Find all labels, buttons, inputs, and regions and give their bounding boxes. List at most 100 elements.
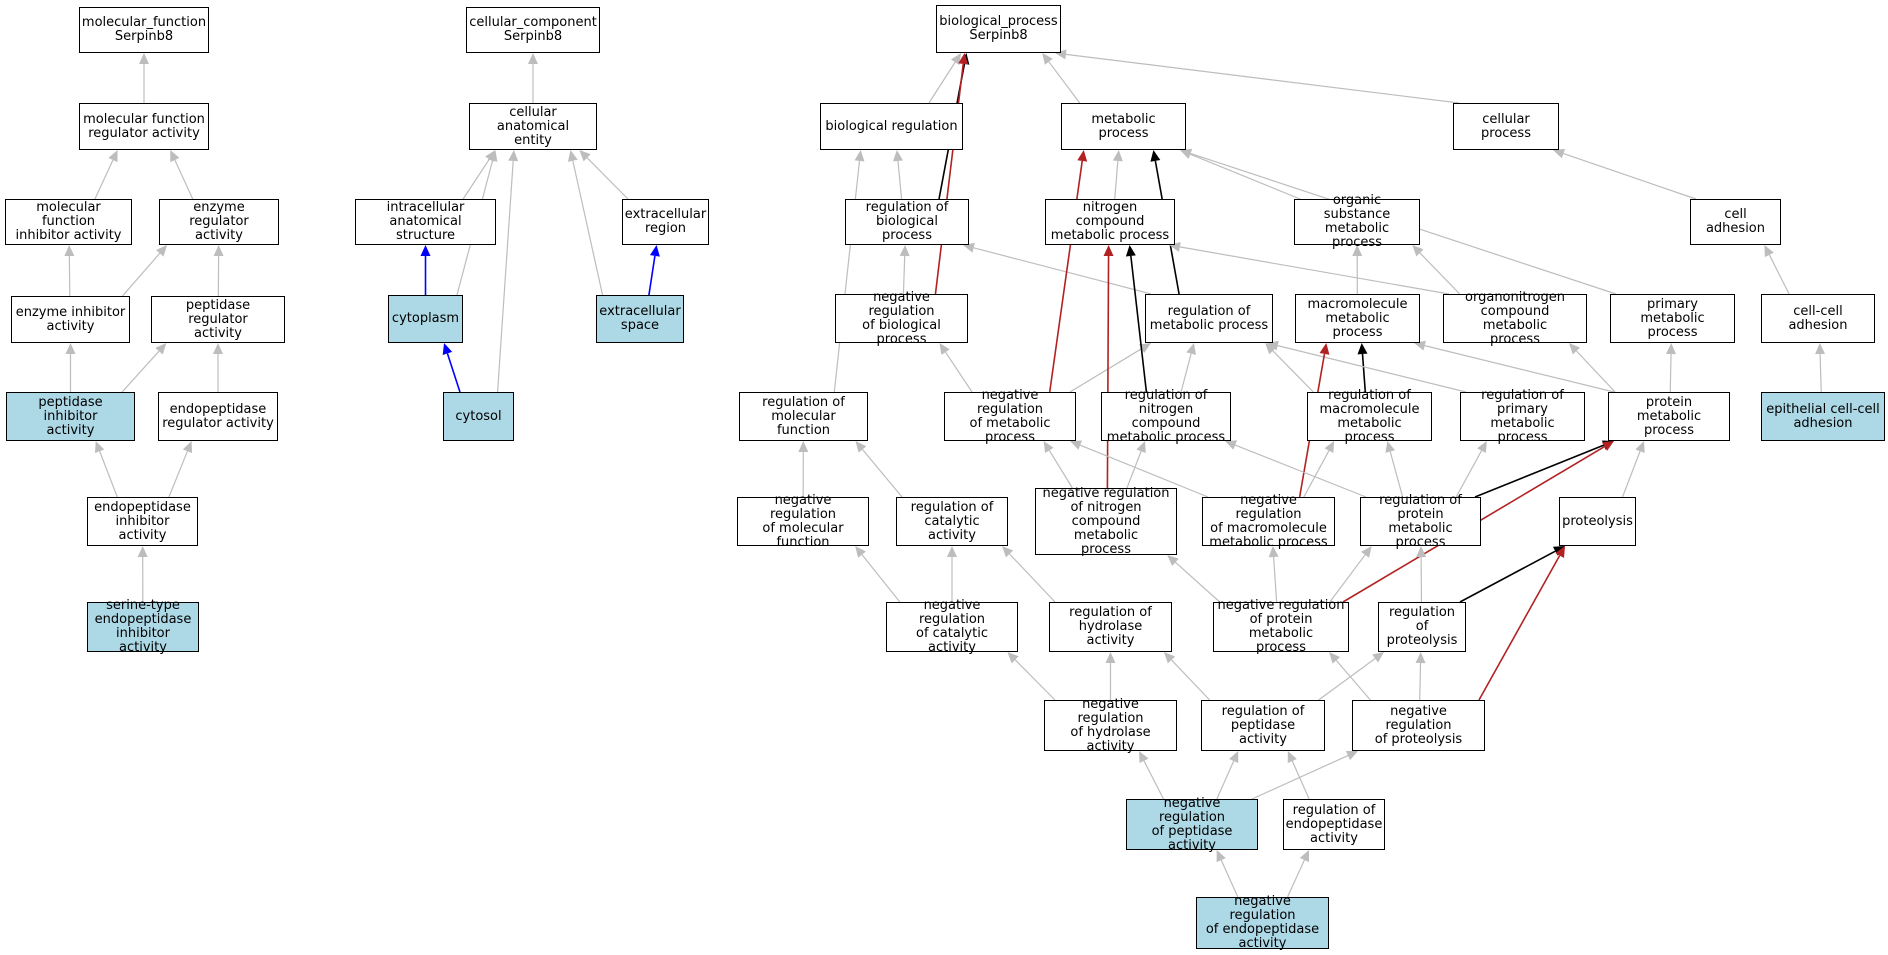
edge-is-a (168, 450, 189, 498)
edge-arrowhead (1764, 245, 1774, 258)
go-term-neg-reg-proteolysis: negative regulation of proteolysis (1352, 700, 1485, 751)
go-term-cytosol: cytosol (443, 392, 514, 441)
edge-is-a (1455, 450, 1483, 498)
go-term-mf-root: molecular_function Serpinb8 (79, 7, 209, 53)
go-term-prim-met: primary metabolic process (1610, 294, 1735, 343)
edge-is-a (1180, 353, 1192, 393)
go-term-endopep-inhib: endopeptidase inhibitor activity (87, 497, 198, 546)
edge-arrowhead (1477, 441, 1487, 454)
edge-arrowhead (1216, 850, 1226, 863)
edge-is-a (1171, 659, 1211, 701)
go-term-neg-reg-bio: negative regulation of biological proces… (835, 290, 968, 346)
edge-arrowhead (1167, 555, 1179, 567)
edge-is-a (99, 451, 118, 498)
edge-is-a (1563, 152, 1697, 200)
edge-is-a (1114, 160, 1119, 200)
edge-arrowhead (1163, 652, 1176, 664)
edge-is-a (1143, 760, 1165, 800)
edge-regulates (1459, 550, 1556, 603)
edge-arrowhead (1055, 49, 1067, 60)
go-term-pep-reg: peptidase regulator activity (151, 296, 285, 343)
edge-arrowhead (487, 150, 498, 162)
edge-is-a (928, 61, 956, 104)
edge-arrowhead (1105, 652, 1116, 663)
edge-arrowhead (1043, 441, 1054, 453)
edge-arrowhead (155, 343, 167, 355)
edge-arrowhead (947, 546, 957, 557)
edge-is-a (1235, 444, 1367, 498)
edge-is-a (1318, 658, 1376, 701)
edge-arrowhead (1372, 652, 1384, 663)
edge-is-a (1069, 348, 1142, 393)
edge-arrowhead (170, 150, 180, 163)
go-term-macro-met: macromolecule metabolic process (1295, 294, 1420, 343)
edge-is-a (1189, 153, 1301, 200)
go-term-reg-mol-func: regulation of molecular function (739, 392, 868, 441)
go-term-intracell: intracellular anatomical structure (355, 199, 496, 245)
edge-arrowhead (1412, 245, 1424, 257)
go-term-neg-reg-nitro: negative regulation of nitrogen compound… (1035, 486, 1177, 556)
edge-arrowhead (64, 245, 75, 257)
go-term-neg-reg-prot: negative regulation of protein metabolic… (1213, 599, 1349, 655)
edge-arrowhead (1601, 441, 1614, 451)
go-term-extra-space: extracellular space (596, 295, 684, 343)
edge-arrowhead (1319, 343, 1330, 355)
edge-is-a (1621, 451, 1641, 498)
edge-is-a (1048, 450, 1073, 489)
edge-arrowhead (892, 150, 903, 162)
edge-arrowhead (579, 150, 591, 162)
go-term-org-sub: organic substance metabolic process (1294, 194, 1420, 250)
edge-is-a (902, 255, 906, 295)
edge-part-of (648, 255, 656, 296)
edge-arrowhead (1007, 652, 1019, 664)
edge-arrowhead (1815, 343, 1826, 355)
edge-is-a (945, 351, 973, 393)
edge-arrowhead (94, 441, 105, 454)
go-term-neg-reg-hydro: negative regulation of hydrolase activit… (1044, 697, 1177, 753)
edge-is-a (1065, 53, 1460, 104)
edge-arrowhead (1357, 343, 1368, 355)
edge-arrowhead (1103, 245, 1114, 257)
edge-arrowhead (1352, 245, 1363, 257)
edge-arrowhead (1268, 546, 1279, 558)
edge-arrowhead (1265, 343, 1277, 355)
edge-arrowhead (798, 441, 809, 453)
edge-arrowhead (1139, 751, 1149, 764)
edge-arrowhead (1324, 441, 1335, 454)
edge-is-a (1286, 859, 1305, 898)
edge-is-a (1216, 760, 1235, 800)
edge-arrowhead (1635, 441, 1645, 454)
go-term-organonitro: organonitrogen compound metabolic proces… (1443, 290, 1587, 346)
edge-arrowhead (1139, 343, 1151, 353)
go-term-cc-root: cellular_component Serpinb8 (466, 7, 600, 53)
go-term-reg-prim: regulation of primary metabolic process (1460, 388, 1585, 444)
go-term-reg-nitro: regulation of nitrogen compound metaboli… (1101, 388, 1231, 444)
edge-arrowhead (855, 546, 866, 558)
edge-negatively-regulates (1478, 555, 1561, 701)
edge-arrowhead (1361, 546, 1372, 558)
go-term-bio-reg: biological regulation (820, 103, 963, 150)
edge-is-a (1329, 554, 1366, 603)
edge-is-a (1389, 451, 1404, 498)
go-term-enz-reg: enzyme regulator activity (159, 199, 279, 245)
edge-is-a (462, 158, 490, 200)
edge-arrowhead (1042, 53, 1053, 65)
go-term-reg-hydro: regulation of hydrolase activity (1049, 602, 1172, 652)
edge-arrowhead (139, 53, 149, 64)
edge-arrowhead (1299, 850, 1309, 863)
edge-arrowhead (1287, 751, 1297, 764)
edge-is-a (1179, 246, 1450, 295)
edge-negatively-regulates (934, 63, 965, 295)
edge-is-a (1576, 350, 1616, 393)
edge-part-of (446, 353, 461, 393)
edge-regulates (1361, 353, 1367, 393)
edge-arrowhead (1070, 440, 1083, 450)
edge-arrowhead (420, 245, 431, 256)
edge-is-a (1009, 553, 1056, 603)
go-term-reg-endopep: regulation of endopeptidase activity (1283, 799, 1385, 850)
edge-arrowhead (1186, 343, 1196, 355)
go-term-neg-reg-met: negative regulation of metabolic process (944, 388, 1076, 444)
go-term-reg-met: regulation of metabolic process (1145, 294, 1273, 343)
edge-is-a (122, 252, 161, 297)
